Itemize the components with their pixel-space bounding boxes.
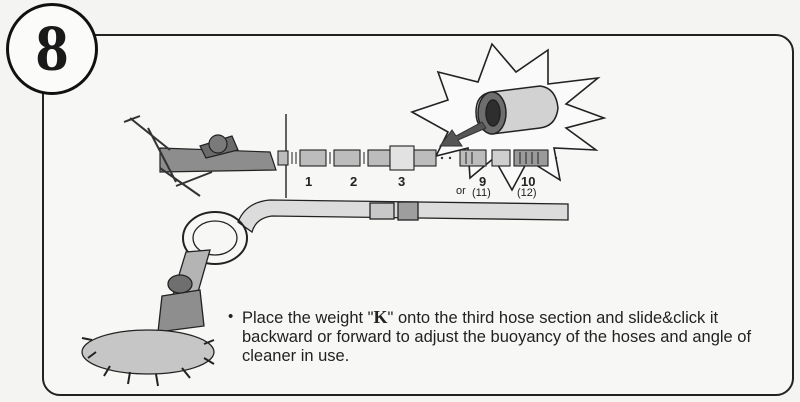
hose-label-9: 9 [479, 174, 487, 189]
instruction-text-before: Place the weight " [242, 309, 374, 327]
alt-label-12: (12) [517, 187, 537, 199]
instruction-text: • Place the weight "K" onto the third ho… [228, 308, 788, 366]
or-label: or [456, 185, 466, 197]
hose-label-3: 3 [398, 174, 406, 189]
bullet: • [228, 308, 234, 325]
alt-label-11: (11) [472, 187, 491, 199]
hose-label-1: 1 [305, 174, 313, 189]
weight-letter: K [373, 307, 388, 327]
extension-pipe [237, 199, 569, 234]
hose-ribs [291, 152, 539, 164]
step-number-badge: 8 [6, 3, 98, 95]
dots [440, 156, 558, 160]
hose-end-fitting [123, 115, 277, 197]
instruction-text-after: " onto the third hose section and slide&… [242, 309, 752, 365]
hose-label-10: 10 [521, 174, 536, 189]
hose-chain [277, 145, 549, 171]
hose-label-2: 2 [350, 174, 358, 189]
weight-k-closeup [475, 85, 559, 135]
direction-arrow [439, 121, 487, 147]
pool-cleaner [81, 211, 248, 387]
